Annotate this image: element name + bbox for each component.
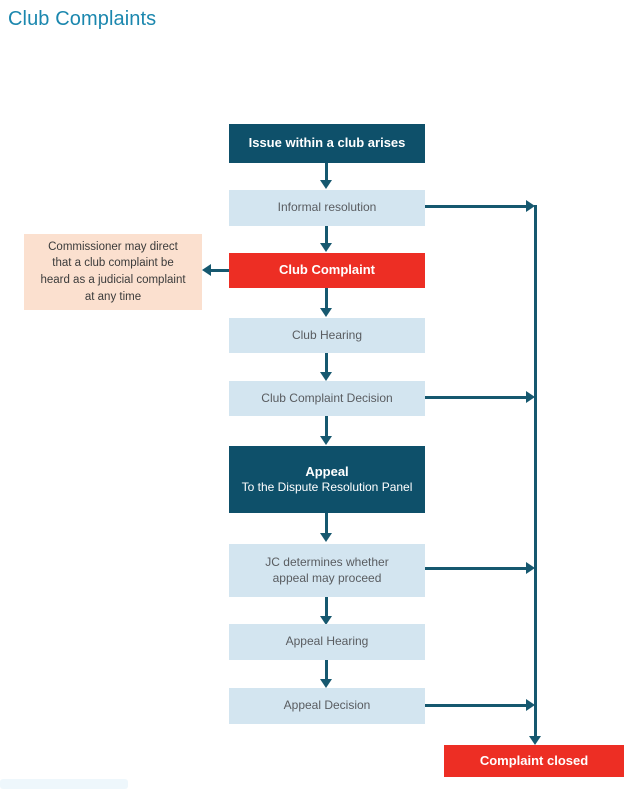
node-club-complaint-decision[interactable]: Club Complaint Decision	[229, 381, 425, 416]
node-label: Complaint closed	[479, 752, 589, 768]
node-label: Club Complaint	[278, 262, 376, 278]
arrow-down-icon	[320, 436, 332, 445]
connector-right-trunk	[534, 205, 537, 741]
connector-informal-to-club-complaint	[325, 226, 328, 245]
node-label: Club Hearing	[291, 327, 363, 342]
arrow-down-icon	[320, 533, 332, 542]
arrow-right-icon	[526, 391, 535, 403]
connector-jc-determines-to-appeal-hearing	[325, 597, 328, 618]
node-label: Informal resolution	[277, 200, 377, 215]
page-title: Club Complaints	[8, 8, 157, 30]
connector-appeal-decision-to-trunk	[425, 704, 529, 707]
connector-club-hearing-to-club-decision	[325, 353, 328, 373]
connector-club-complaint-to-club-hearing	[325, 288, 328, 309]
connector-issue-to-informal	[325, 163, 328, 182]
connector-club-decision-to-trunk	[425, 396, 529, 399]
node-label: Appeal Hearing	[285, 634, 369, 649]
node-sublabel: To the Dispute Resolution Panel	[241, 480, 413, 495]
node-commissioner-note[interactable]: Commissioner may direct that a club comp…	[24, 234, 202, 310]
node-label: Issue within a club arises	[248, 135, 406, 151]
node-club-complaint[interactable]: Club Complaint	[229, 253, 425, 288]
arrow-down-icon	[320, 679, 332, 688]
arrow-down-icon	[320, 243, 332, 252]
note-line-3: heard as a judicial complaint	[40, 274, 186, 286]
node-appeal-hearing[interactable]: Appeal Hearing	[229, 624, 425, 660]
node-appeal-decision[interactable]: Appeal Decision	[229, 688, 425, 724]
connector-informal-to-trunk	[425, 205, 529, 208]
arrow-down-icon	[320, 308, 332, 317]
arrow-right-icon	[526, 200, 535, 212]
node-label-line-1: JC determines whether	[265, 555, 389, 570]
node-label: Appeal Decision	[283, 698, 371, 713]
note-line-4: at any time	[84, 290, 142, 303]
note-line-2: that a club complaint be	[52, 257, 174, 270]
node-club-hearing[interactable]: Club Hearing	[229, 318, 425, 353]
node-label: Club Complaint Decision	[261, 390, 393, 405]
node-jc-determines-whether-appeal-may-proceed[interactable]: JC determines whether appeal may proceed	[229, 544, 425, 597]
connector-jc-determines-to-trunk	[425, 567, 529, 570]
node-complaint-closed[interactable]: Complaint closed	[444, 745, 624, 777]
node-label-line-2: appeal may proceed	[272, 570, 382, 585]
connector-club-complaint-to-commissioner-note	[211, 269, 231, 272]
connector-appeal-to-jc-determines	[325, 513, 328, 534]
note-line-1: Commissioner may direct	[48, 240, 178, 253]
node-appeal[interactable]: Appeal To the Dispute Resolution Panel	[229, 446, 425, 513]
connector-appeal-hearing-to-appeal-decision	[325, 660, 328, 681]
arrow-right-icon	[526, 699, 535, 711]
connector-club-decision-to-appeal	[325, 416, 328, 438]
node-informal-resolution[interactable]: Informal resolution	[229, 190, 425, 226]
arrow-right-icon	[526, 562, 535, 574]
arrow-down-icon	[320, 180, 332, 189]
arrow-down-icon	[529, 736, 541, 745]
footer-decoration-band	[0, 779, 128, 789]
node-issue-within-a-club-arises[interactable]: Issue within a club arises	[229, 124, 425, 163]
arrow-down-icon	[320, 372, 332, 381]
node-label: Appeal	[305, 463, 349, 479]
arrow-left-icon	[202, 264, 211, 276]
arrow-down-icon	[320, 616, 332, 625]
